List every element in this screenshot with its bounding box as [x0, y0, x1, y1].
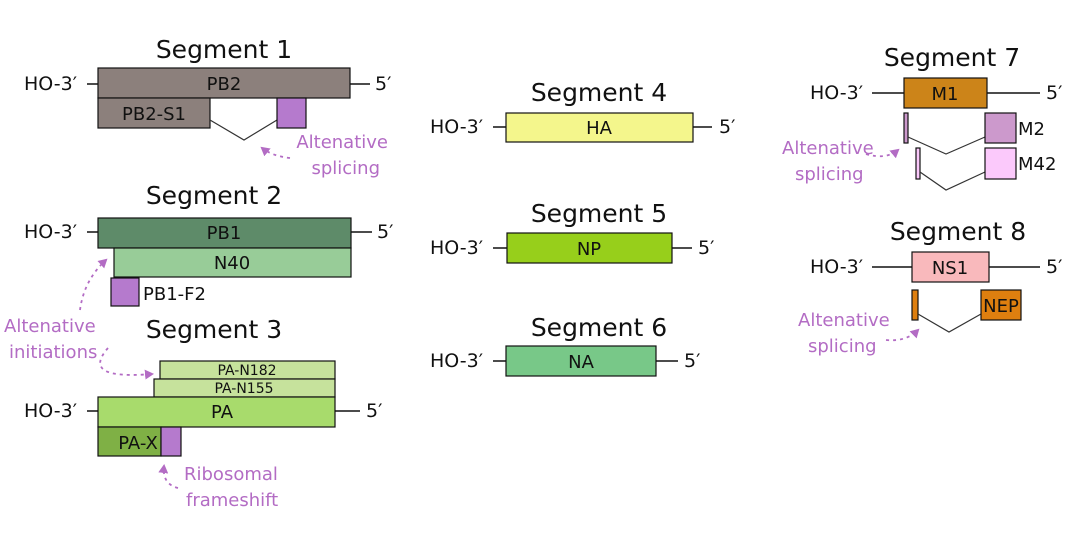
segment-1-note-line1: Altenative	[296, 132, 388, 153]
pb1-box	[97, 217, 352, 249]
np-label: NP	[577, 239, 601, 260]
segment-2-note-line1: Altenative	[4, 316, 96, 337]
segment-6: Segment 6 HO-3′ NA 5′	[430, 313, 700, 377]
segment-7-left-end: HO-3′	[810, 82, 863, 104]
m2-exon-1	[903, 112, 909, 144]
segment-1-left-end: HO-3′	[24, 73, 77, 95]
segment-8-right-end: 5′	[1046, 256, 1062, 278]
segment-8-note-arrow	[885, 328, 920, 342]
m42-exon-1	[915, 147, 921, 180]
m2-splice-junction	[907, 136, 986, 155]
ns1-label: NS1	[932, 258, 968, 279]
pb1-label: PB1	[207, 223, 242, 244]
pa-n182-label: PA-N182	[217, 363, 276, 379]
segment-4-left-end: HO-3′	[430, 116, 483, 138]
segment-2: Segment 2 HO-3′ PB1 5′ N40 PB1-F2 Altena…	[4, 181, 393, 363]
segment-5-right-end: 5′	[698, 237, 714, 259]
m2-box	[984, 112, 1017, 144]
pa-x-frameshift-part	[160, 426, 182, 457]
nep-exon-1	[911, 289, 919, 321]
segment-4-title: Segment 4	[531, 78, 667, 107]
segment-1: Segment 1 HO-3′ PB2 5′ PB2-S1 Altenative…	[24, 35, 391, 179]
segment-4: Segment 4 HO-3′ HA 5′	[430, 78, 735, 143]
pb2-s1-splice-junction	[209, 119, 278, 141]
segment-1-right-end: 5′	[375, 73, 391, 95]
segment-6-left-end: HO-3′	[430, 350, 483, 372]
segment-3-left-end: HO-3′	[24, 400, 77, 422]
segment-7-note-line2: splicing	[795, 164, 864, 185]
pb2-label: PB2	[207, 74, 242, 95]
segment-5-left-end: HO-3′	[430, 237, 483, 259]
m42-box	[984, 147, 1017, 180]
segment-8-note-line1: Altenative	[798, 310, 890, 331]
pb2-s1-spliced-exon	[276, 97, 307, 129]
segment-1-title: Segment 1	[156, 35, 292, 64]
n40-box	[113, 247, 352, 278]
pb1-f2-label: PB1-F2	[143, 284, 206, 305]
segment-3-note-line2: frameshift	[186, 490, 278, 511]
m1-box	[903, 77, 988, 109]
m1-label: M1	[932, 84, 959, 105]
segment-3: Segment 3 PA-N182 PA-N155 HO-3′ PA 5′ PA…	[24, 315, 382, 511]
segment-5: Segment 5 HO-3′ NP 5′	[430, 199, 714, 264]
segment-5-title: Segment 5	[531, 199, 667, 228]
m2-label: M2	[1018, 119, 1045, 140]
segment-3-title: Segment 3	[146, 315, 282, 344]
segment-3-note-arrow-frameshift	[158, 464, 179, 489]
n40-label: N40	[214, 253, 250, 274]
segment-8-title: Segment 8	[890, 217, 1026, 246]
pa-label: PA	[211, 402, 234, 423]
pa-x-box	[97, 426, 162, 457]
segment-8: Segment 8 HO-3′ NS1 5′ NEP Altenative sp…	[798, 217, 1062, 357]
na-box	[505, 345, 657, 377]
segment-6-right-end: 5′	[684, 350, 700, 372]
segment-7-title: Segment 7	[884, 43, 1020, 72]
segment-2-note-arrow-up	[79, 258, 108, 311]
m42-splice-junction	[919, 171, 986, 191]
segment-2-left-end: HO-3′	[24, 221, 77, 243]
segment-3-note-line1: Ribosomal	[184, 464, 278, 485]
nep-box	[980, 289, 1022, 321]
segment-7-note-line1: Altenative	[782, 138, 874, 159]
np-box	[506, 232, 673, 264]
pb1-f2-box	[110, 277, 140, 307]
segment-8-note-line2: splicing	[808, 336, 877, 357]
segment-3-note-arrow-initiation	[99, 347, 154, 380]
pa-box	[97, 396, 336, 428]
na-label: NA	[568, 352, 594, 373]
segment-2-right-end: 5′	[377, 221, 393, 243]
ha-label: HA	[586, 118, 613, 139]
nep-splice-junction	[917, 313, 982, 333]
segment-3-right-end: 5′	[366, 400, 382, 422]
ns1-box	[911, 251, 990, 283]
ha-box	[505, 112, 694, 143]
segment-1-note-line2: splicing	[311, 158, 380, 179]
segment-2-title: Segment 2	[146, 181, 282, 210]
segment-8-left-end: HO-3′	[810, 256, 863, 278]
segment-4-right-end: 5′	[719, 116, 735, 138]
pa-n155-label: PA-N155	[214, 381, 273, 397]
segment-7-right-end: 5′	[1046, 82, 1062, 104]
segment-2-note-line2: initiations	[9, 342, 97, 363]
pb2-box	[97, 67, 351, 99]
segment-1-note-arrow	[260, 146, 291, 159]
pb2-s1-label: PB2-S1	[122, 104, 186, 125]
pb2-s1-box	[97, 97, 211, 129]
m42-label: M42	[1018, 154, 1056, 175]
nep-label: NEP	[983, 296, 1019, 317]
segment-6-title: Segment 6	[531, 313, 667, 342]
segment-7: Segment 7 HO-3′ M1 5′ M2 M42 Altenative …	[782, 43, 1062, 191]
pa-x-label: PA-X	[118, 433, 158, 454]
